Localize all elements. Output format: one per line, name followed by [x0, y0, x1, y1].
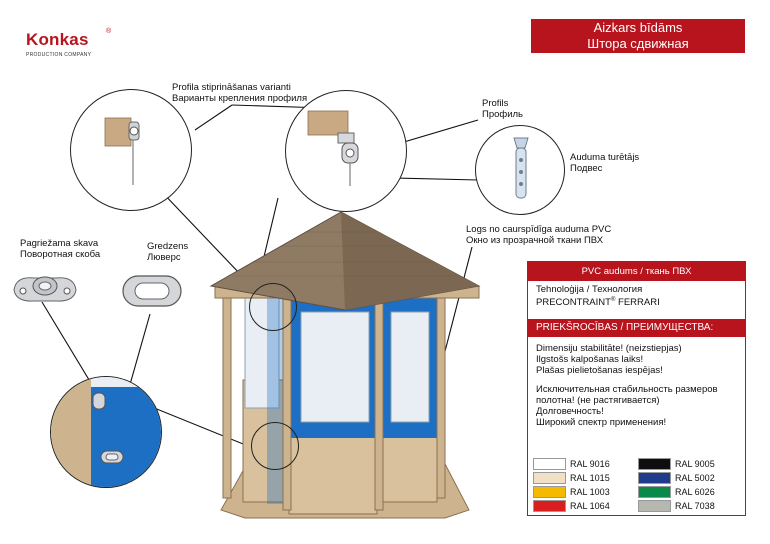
profile-label: Profils Профиль — [482, 98, 524, 120]
swatch-box — [638, 486, 671, 498]
company-logo: Konkas ® PRODUCTION COMPANY — [26, 28, 111, 58]
swatch-ral-7038: RAL 7038 — [638, 500, 743, 512]
profile-mount-label: Profila stiprināšanas varianti Варианты … — [172, 82, 308, 104]
fabric-corner-detail-circle — [50, 376, 162, 488]
swatch-ral-1064: RAL 1064 — [533, 500, 638, 512]
title-line-ru: Штора сдвижная — [587, 36, 689, 51]
advantages-ru: Исключительная стабильность размеров пол… — [536, 384, 718, 428]
swatch-ral-5002: RAL 5002 — [638, 472, 743, 484]
gazebo-illustration — [209, 211, 481, 519]
swatch-ral-6026: RAL 6026 — [638, 486, 743, 498]
swatch-box — [533, 458, 566, 470]
swatch-ral-9005: RAL 9005 — [638, 458, 743, 470]
technology-section: Tehnoloģija / Технология PRECONTRAINT® F… — [528, 281, 745, 319]
swatch-box — [638, 472, 671, 484]
swatch-box — [533, 472, 566, 484]
profile-detail-circle — [285, 90, 407, 212]
logo-registered-mark: ® — [106, 28, 112, 35]
fabric-holder-detail-circle — [475, 125, 565, 215]
eyelet-ring-icon — [122, 275, 182, 307]
fabric-holder-icon — [513, 137, 529, 199]
swatch-box — [638, 458, 671, 470]
gazebo-bottom-detail-marker — [251, 422, 299, 470]
technology-brand: PRECONTRAINT® FERRARI — [536, 297, 660, 309]
pvc-info-panel: PVC audums / ткань ПВХ Tehnoloģija / Тех… — [527, 261, 746, 516]
swatch-row: RAL 1064 RAL 7038 — [533, 500, 743, 512]
page-title: Aizkars bīdāms Штора сдвижная — [531, 19, 745, 53]
swatch-ral-1003: RAL 1003 — [533, 486, 638, 498]
swatch-box — [533, 486, 566, 498]
advantages-lv: Dimensiju stabilitāte! (neizstiepjas) Il… — [536, 343, 682, 376]
swivel-clamp-label: Pagriežama skava Поворотная скоба — [20, 238, 101, 260]
logo-subtitle: PRODUCTION COMPANY — [26, 52, 92, 58]
profile-mount-detail-circle — [70, 89, 192, 211]
swatch-row: RAL 1003 RAL 6026 — [533, 486, 743, 498]
technology-line: Tehnoloģija / Технология — [536, 284, 643, 295]
swivel-clamp-icon — [13, 276, 77, 302]
swatch-row: RAL 1015 RAL 5002 — [533, 472, 743, 484]
title-line-lv: Aizkars bīdāms — [593, 20, 683, 35]
window-label: Logs no caurspīdīga auduma PVC Окно из п… — [466, 224, 612, 246]
advantages-header: PRIEKŠROCĪBAS / ПРЕИМУЩЕСТВА: — [528, 319, 745, 337]
swatch-ral-1015: RAL 1015 — [533, 472, 638, 484]
color-swatches: RAL 9016 RAL 9005 RAL 1015 RAL 5002 RAL … — [533, 458, 743, 514]
gazebo-top-detail-marker — [249, 283, 297, 331]
panel-header: PVC audums / ткань ПВХ — [528, 262, 745, 281]
profile-mount-icon — [104, 117, 140, 185]
swatch-box — [533, 500, 566, 512]
fabric-corner-icon — [51, 377, 161, 487]
swatch-row: RAL 9016 RAL 9005 — [533, 458, 743, 470]
logo-name: Konkas — [26, 30, 89, 49]
eyelet-ring-label: Gredzens Люверс — [147, 241, 189, 263]
swatch-ral-9016: RAL 9016 — [533, 458, 638, 470]
profile-icon — [307, 110, 359, 186]
swatch-box — [638, 500, 671, 512]
fabric-holder-label: Auduma turētājs Подвес — [570, 152, 640, 174]
